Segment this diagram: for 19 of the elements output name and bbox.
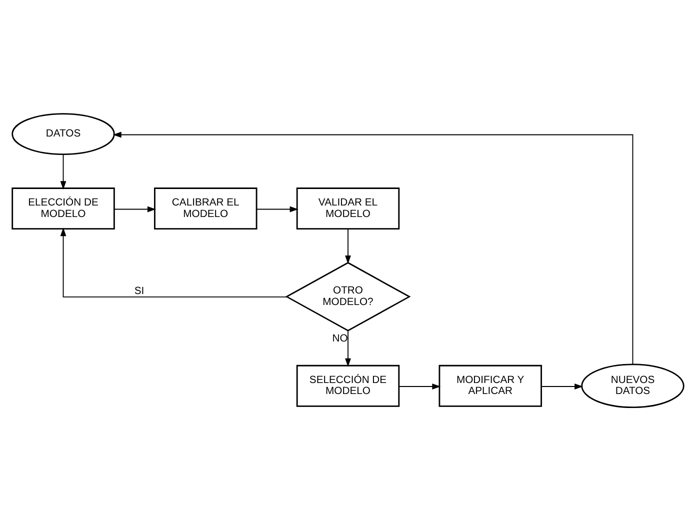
arrow (345, 330, 351, 366)
edge-label: SI (134, 285, 144, 296)
node-box: CALIBRAR EL MODELO (154, 187, 258, 229)
arrow (60, 227, 288, 297)
node-box: SELECCIÓN DE MODELO (296, 364, 400, 406)
arrow (60, 153, 66, 190)
arrow (345, 228, 351, 264)
arrow (540, 383, 584, 389)
node-ellipse: DATOS (12, 112, 115, 155)
arrow (114, 206, 156, 212)
node-box: VALIDAR EL MODELO (296, 187, 400, 229)
arrow (256, 206, 298, 212)
node-diamond: OTRO MODELO? (285, 261, 411, 331)
node-box: ELECCIÓN DE MODELO (12, 187, 115, 229)
node-ellipse: NUEVOS DATOS (581, 363, 684, 408)
edge-label: NO (332, 333, 348, 344)
arrow (112, 131, 634, 364)
node-box: MODIFICAR Y APLICAR (438, 364, 542, 406)
arrow (398, 383, 441, 389)
